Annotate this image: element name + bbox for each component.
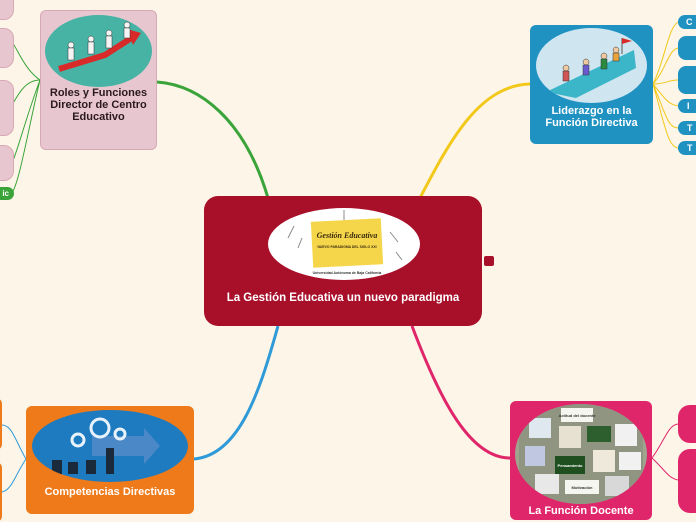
note-footer: Universidad Autónoma de Baja California — [313, 271, 382, 275]
central-label: La Gestión Educativa un nuevo paradigma — [226, 292, 460, 304]
subtopic-roles-4[interactable] — [0, 145, 14, 181]
note-title: Gestión Educativa — [317, 231, 378, 240]
topic-competencias[interactable]: Competencias Directivas — [26, 406, 194, 514]
subtopic-docente-1[interactable] — [678, 405, 696, 443]
subtopic-roles-1[interactable] — [0, 0, 14, 20]
subtopic-competencias-2[interactable] — [0, 462, 2, 522]
climbing-people-icon — [536, 28, 647, 103]
subtopic-liderazgo-4[interactable]: I — [678, 99, 696, 113]
topic-docente[interactable]: Actitud del docente Pensamiento Motivaci… — [510, 401, 652, 520]
subtopic-liderazgo-3[interactable] — [678, 66, 696, 94]
subtopic-roles-3[interactable] — [0, 80, 14, 136]
subtopic-liderazgo-5[interactable]: T — [678, 121, 696, 135]
subtopic-liderazgo-2[interactable] — [678, 36, 696, 60]
topic-liderazgo-label: Liderazgo en la Función Directiva — [545, 105, 638, 129]
paperclip-icon — [287, 210, 403, 261]
subtopic-liderazgo-1[interactable]: C — [678, 15, 696, 29]
note-icon[interactable] — [484, 256, 494, 266]
note-subtitle: NUEVO PARADIGMA DEL SIGLO XXI — [317, 245, 376, 249]
topic-roles-label: Roles y Funciones Director de Centro Edu… — [49, 87, 148, 123]
subtopic-competencias-1[interactable] — [0, 398, 2, 450]
subtopic-roles-5[interactable]: ic — [0, 187, 14, 200]
docente-collage-image: Actitud del docente Pensamiento Motivaci… — [515, 404, 647, 504]
central-image: Gestión Educativa NUEVO PARADIGMA DEL SI… — [268, 208, 420, 280]
subtopic-liderazgo-6[interactable]: T — [678, 141, 696, 155]
collage-label-1: Actitud del docente — [558, 413, 596, 418]
topic-liderazgo[interactable]: Liderazgo en la Función Directiva — [530, 25, 653, 144]
subtopic-docente-2[interactable] — [678, 449, 696, 513]
central-topic[interactable]: Gestión Educativa NUEVO PARADIGMA DEL SI… — [204, 196, 482, 326]
topic-docente-label: La Función Docente — [528, 505, 634, 517]
topic-roles[interactable]: Roles y Funciones Director de Centro Edu… — [40, 10, 157, 150]
subtopic-roles-2[interactable] — [0, 28, 14, 68]
topic-competencias-label: Competencias Directivas — [44, 486, 176, 498]
teamwork-icon — [45, 15, 152, 87]
gears-icon — [32, 410, 188, 482]
collage-label-3: Motivación — [572, 485, 593, 490]
collage-label-2: Pensamiento — [558, 463, 583, 468]
